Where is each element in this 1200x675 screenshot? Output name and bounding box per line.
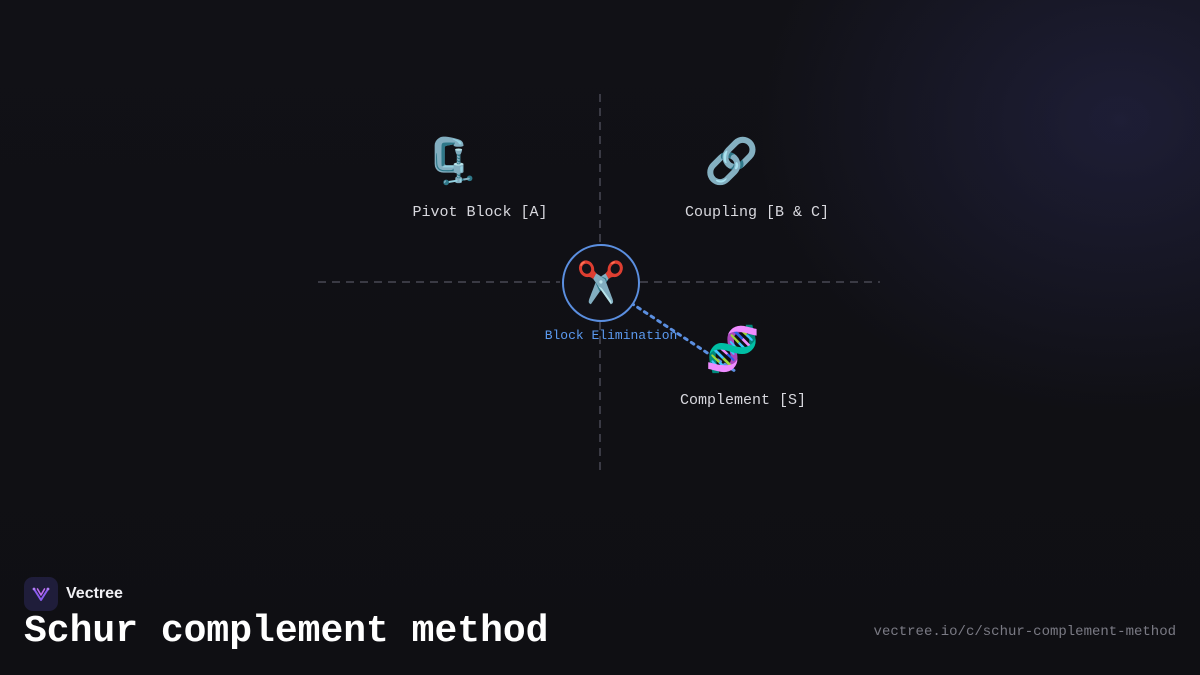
dna-icon: 🧬 — [705, 324, 760, 375]
brand: Vectree — [24, 577, 123, 611]
coupling-label: Coupling [B & C] — [684, 204, 830, 221]
vectree-logo-icon — [24, 577, 58, 611]
scissors-icon: ✂️ — [576, 260, 626, 306]
page-url: vectree.io/c/schur-complement-method — [873, 624, 1176, 640]
block-elimination-node: ✂️ — [562, 244, 640, 322]
brand-name: Vectree — [66, 585, 123, 602]
pivot-block-label: Pivot Block [A] — [412, 204, 548, 221]
block-elimination-label: Block Elimination — [544, 328, 678, 343]
clamp-icon: 🗜️ — [424, 136, 479, 187]
link-icon: 🔗 — [704, 136, 759, 187]
connector-to-complement — [629, 301, 740, 375]
page-title: Schur complement method — [24, 610, 549, 653]
complement-label: Complement [S] — [679, 392, 807, 409]
